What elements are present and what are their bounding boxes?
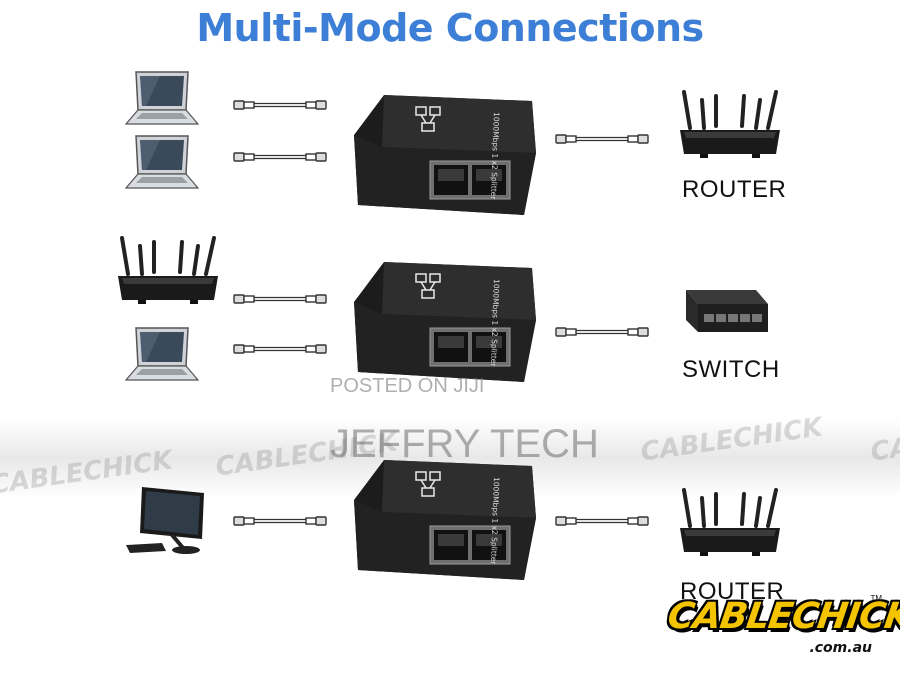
laptop-icon — [125, 135, 199, 189]
splitter-label: 1000Mbps 1 x2 Splitter — [489, 477, 501, 566]
ethernet-cable-icon — [233, 100, 327, 110]
brand-logo: CABLECHICK .com.au TM — [665, 594, 900, 666]
ethernet-cable-icon — [233, 294, 327, 304]
page-title: Multi-Mode Connections — [196, 6, 704, 50]
ethernet-cable-icon — [555, 516, 649, 526]
watermark-posted: POSTED ON JIJI — [330, 375, 485, 397]
device-label-router: ROUTER — [680, 578, 785, 605]
splitter-icon — [353, 261, 537, 383]
logo-name: CABLECHICK — [665, 596, 900, 637]
splitter-label: 1000Mbps 1 x2 Splitter — [489, 112, 501, 201]
laptop-icon — [125, 327, 199, 381]
device-label-router: ROUTER — [682, 176, 787, 203]
splitter-icon — [353, 459, 537, 581]
splitter-label: 1000Mbps 1 x2 Splitter — [489, 279, 501, 368]
switch-icon — [686, 290, 768, 332]
router-icon — [678, 488, 782, 558]
device-label-switch: SWITCH — [682, 356, 780, 383]
laptop-icon — [125, 71, 199, 125]
row-3 — [124, 459, 782, 581]
ethernet-cable-icon — [233, 516, 327, 526]
row-2 — [116, 236, 768, 383]
ethernet-cable-icon — [555, 134, 649, 144]
ethernet-cable-icon — [233, 344, 327, 354]
router-icon — [678, 90, 782, 160]
ethernet-cable-icon — [555, 327, 649, 337]
splitter-icon — [353, 94, 537, 216]
router-icon — [116, 236, 220, 306]
watermark-owner: JEFFRY TECH — [330, 422, 599, 466]
all-in-one-pc-icon — [124, 485, 206, 556]
ethernet-cable-icon — [233, 152, 327, 162]
logo-domain: .com.au — [809, 640, 872, 656]
logo-trademark: TM — [870, 594, 882, 603]
